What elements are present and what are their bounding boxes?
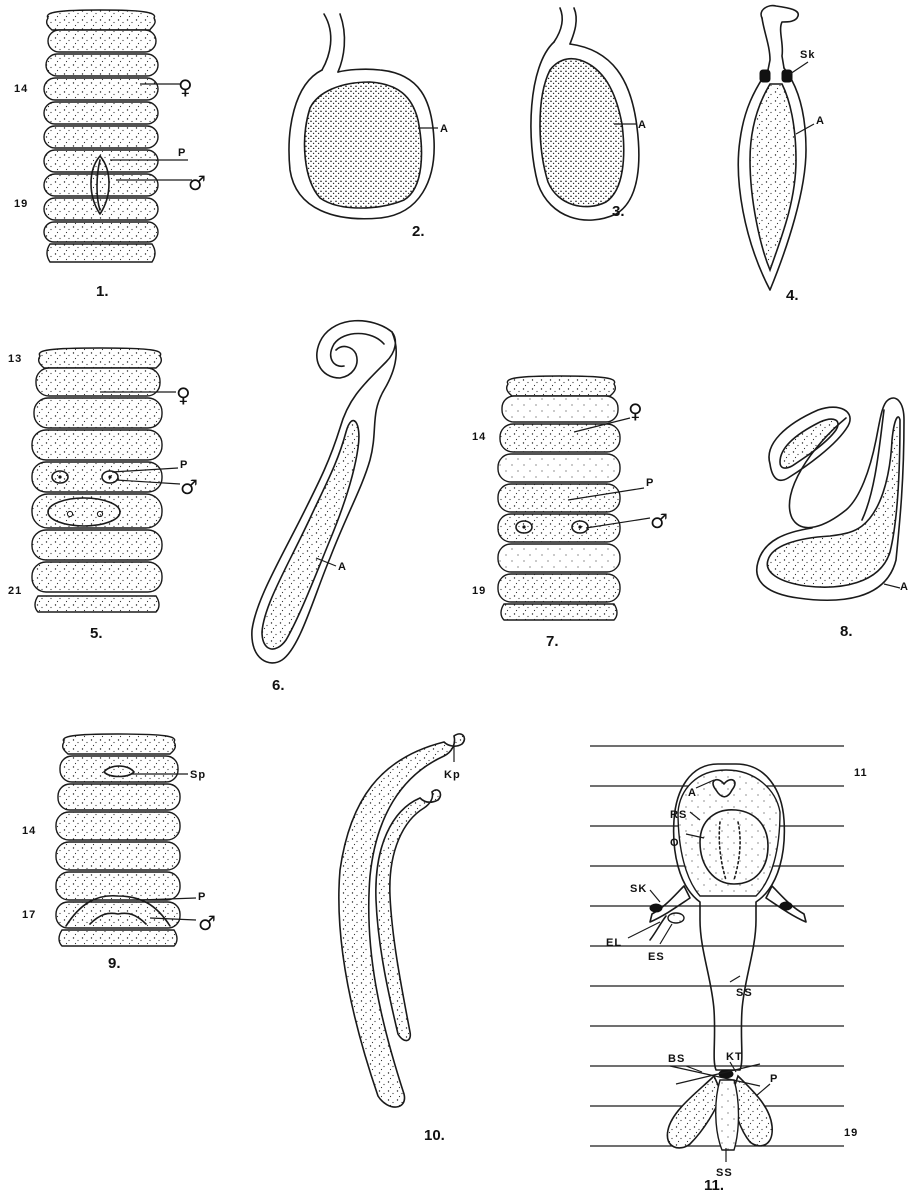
ampulla-body <box>750 84 796 270</box>
tip-label: Kp <box>444 769 461 781</box>
figure-7: 14 19 P ♀ ♂ 7. <box>472 376 668 650</box>
figure-number: 6. <box>272 677 285 694</box>
ampulla-leader <box>884 584 900 588</box>
label-SK: SK <box>630 883 647 895</box>
segment-label-19: 19 <box>14 198 28 210</box>
figure-number: 10. <box>424 1127 445 1144</box>
ampulla-label: A <box>440 123 449 135</box>
female-symbol: ♀ <box>176 383 191 407</box>
ampulla-label: A <box>900 581 909 593</box>
label-KT: KT <box>726 1051 743 1063</box>
gland-left <box>650 904 662 912</box>
spermathecal-sac <box>716 1080 739 1150</box>
figure-1: 14 19 P ♀ ♂ 1. <box>14 10 206 300</box>
figure-number: 2. <box>412 223 425 240</box>
efferent-duct <box>650 916 666 940</box>
duct <box>570 8 576 44</box>
figure-number: 5. <box>90 625 103 642</box>
label-EL: EL <box>606 937 622 949</box>
penial-seta-large <box>339 734 465 1107</box>
prostate-left <box>667 1076 722 1148</box>
figure-11: 11 19 A RS O SK EL ES SS KT BS P SS 11. <box>590 746 868 1194</box>
figure-6: A 6. <box>252 321 396 694</box>
figure-4: Sk A 4. <box>738 6 825 304</box>
worm-segments <box>32 348 162 612</box>
SS-leader <box>730 976 740 982</box>
segment-label-14: 14 <box>14 83 28 95</box>
segment-label-13: 13 <box>8 353 22 365</box>
segment-label-21: 21 <box>8 585 22 597</box>
ampulla-body <box>305 82 422 208</box>
figure-number: 3. <box>612 203 625 220</box>
figure-5: 13 21 P ♀ ♂ 5. <box>8 348 198 642</box>
segment-label-14: 14 <box>22 825 36 837</box>
figure-number: 1. <box>96 283 109 300</box>
male-symbol: ♂ <box>650 509 668 533</box>
gland-leader <box>790 62 808 74</box>
segment-label-17: 17 <box>22 909 36 921</box>
ES-leader <box>660 924 672 944</box>
male-symbol: ♂ <box>188 171 206 195</box>
label-BS: BS <box>668 1053 685 1065</box>
spermatheca-label: Sp <box>190 769 206 781</box>
label-SS-upper: SS <box>736 987 753 999</box>
duct <box>322 14 331 70</box>
ampulla-body <box>262 421 359 650</box>
ampulla-body <box>540 59 624 207</box>
duct <box>762 18 770 70</box>
gland-right <box>780 902 792 910</box>
label-O: O <box>670 837 680 849</box>
figure-2: A 2. <box>289 14 449 240</box>
figure-number: 8. <box>840 623 853 640</box>
ampulla-label: A <box>816 115 825 127</box>
ampulla-label: A <box>338 561 347 573</box>
worm-segments <box>44 10 158 262</box>
figure-number: 9. <box>108 955 121 972</box>
gland-mark <box>760 70 770 82</box>
segment-label-19: 19 <box>472 585 486 597</box>
segment-label-19: 19 <box>844 1127 858 1139</box>
worm-segments <box>498 376 620 620</box>
porus-label: P <box>178 147 186 159</box>
SK-leader <box>650 890 660 902</box>
figure-number: 11. <box>704 1177 724 1194</box>
ejaculatory-sac <box>668 913 684 923</box>
male-symbol: ♂ <box>198 911 216 935</box>
EL-leader <box>628 922 660 938</box>
figure-number: 4. <box>786 287 799 304</box>
female-symbol: ♀ <box>628 399 643 423</box>
figure-9: Sp 14 17 P ♂ 9. <box>22 734 216 972</box>
female-symbol: ♀ <box>178 75 193 99</box>
label-ES: ES <box>648 951 665 963</box>
segment-label-11: 11 <box>854 767 868 779</box>
figure-3: A 3. <box>531 8 647 220</box>
porus-label: P <box>646 477 654 489</box>
porus-label: P <box>198 891 206 903</box>
gland-label: Sk <box>800 49 815 61</box>
coiled-duct-outer <box>317 321 392 378</box>
male-symbol: ♂ <box>180 475 198 499</box>
duct <box>554 8 562 42</box>
figure-8: A 8. <box>757 398 909 640</box>
label-A: A <box>688 787 697 799</box>
figure-number: 7. <box>546 633 559 650</box>
gland-mark <box>782 70 792 82</box>
penial-seta-small <box>376 790 441 1041</box>
ampulla-label: A <box>638 119 647 131</box>
label-RS: RS <box>670 809 687 821</box>
porus-label: P <box>180 459 188 471</box>
label-P: P <box>770 1073 778 1085</box>
duct <box>338 14 344 72</box>
figure-10: Kp 10. <box>339 734 465 1144</box>
segment-label-14: 14 <box>472 431 486 443</box>
